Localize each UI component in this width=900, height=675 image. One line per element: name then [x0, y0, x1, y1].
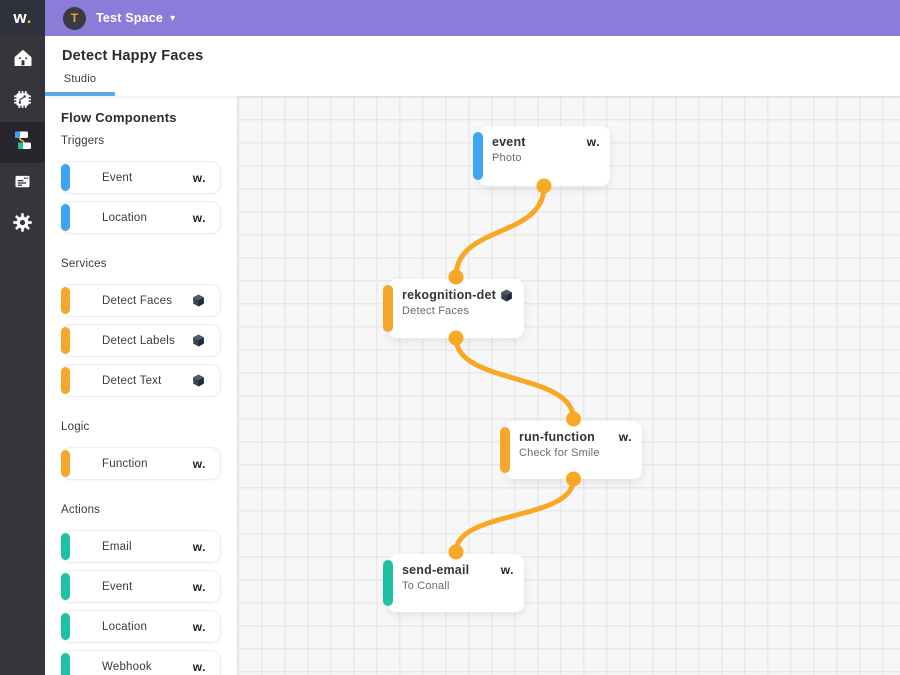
- card-accent-bar: [61, 613, 70, 640]
- wia-logo-icon: w.: [192, 539, 206, 554]
- section-label: Triggers: [61, 135, 105, 147]
- component-card-event[interactable]: Event w.: [61, 161, 221, 194]
- wia-logo-icon: w.: [192, 619, 206, 634]
- workspace-name[interactable]: Test Space: [96, 11, 164, 25]
- card-accent-bar: [61, 164, 70, 191]
- icon-sidebar: w.: [0, 0, 45, 675]
- node-subtitle: Detect Faces: [402, 305, 470, 317]
- card-label: Detect Faces: [102, 294, 173, 307]
- gear-icon: [11, 211, 34, 239]
- section-label: Logic: [61, 421, 90, 433]
- wia-logo-icon: w.: [192, 456, 206, 471]
- component-card-webhook[interactable]: Webhook w.: [61, 650, 221, 675]
- wia-logo-icon: w.: [192, 579, 206, 594]
- card-accent-bar: [61, 204, 70, 231]
- wia-logo-icon: w.: [618, 430, 632, 444]
- tab-studio[interactable]: Studio: [45, 73, 115, 96]
- sidebar-item-devices[interactable]: [0, 81, 45, 122]
- main-column: T Test Space ▾ Detect Happy Faces Studio…: [45, 0, 900, 675]
- card-accent-bar: [61, 367, 70, 394]
- card-label: Detect Labels: [102, 334, 175, 347]
- sidebar-item-logs[interactable]: [0, 163, 45, 204]
- card-accent-bar: [61, 327, 70, 354]
- cube-icon: [191, 373, 206, 388]
- wia-logo-icon: w.: [192, 659, 206, 674]
- sidebar-items: [0, 36, 45, 245]
- node-subtitle: To Conall: [402, 580, 450, 592]
- card-accent-bar: [61, 573, 70, 600]
- component-card-location[interactable]: Location w.: [61, 201, 221, 234]
- section-label: Actions: [61, 504, 101, 516]
- app-logo[interactable]: w.: [0, 0, 45, 36]
- card-label: Webhook: [102, 660, 152, 673]
- card-accent-bar: [61, 653, 70, 675]
- page-header: Detect Happy Faces Studio: [45, 36, 900, 96]
- component-card-function[interactable]: Function w.: [61, 447, 221, 480]
- sidebar-item-settings[interactable]: [0, 204, 45, 245]
- card-label: Email: [102, 540, 132, 553]
- node-title: rekognition-det: [402, 288, 496, 302]
- chip-icon: [12, 89, 33, 115]
- cube-icon: [191, 293, 206, 308]
- component-card-event[interactable]: Event w.: [61, 570, 221, 603]
- node-accent-bar: [383, 285, 393, 332]
- node-subtitle: Photo: [492, 152, 522, 164]
- chevron-down-icon[interactable]: ▾: [170, 12, 176, 24]
- section-label: Services: [61, 258, 107, 270]
- card-label: Event: [102, 580, 133, 593]
- card-label: Function: [102, 457, 148, 470]
- wia-logo-icon: w.: [192, 210, 206, 225]
- connector-edge: [453, 476, 576, 555]
- component-card-detect-faces[interactable]: Detect Faces: [61, 284, 221, 317]
- home-icon: [12, 47, 34, 74]
- card-label: Event: [102, 171, 133, 184]
- card-accent-bar: [61, 287, 70, 314]
- node-accent-bar: [500, 427, 510, 473]
- cube-icon: [499, 288, 514, 303]
- card-accent-bar: [61, 450, 70, 477]
- node-accent-bar: [473, 132, 483, 180]
- logs-icon: [12, 171, 33, 197]
- node-title: event: [492, 135, 526, 149]
- page-title: Detect Happy Faces: [62, 48, 204, 64]
- flow-node-send-email[interactable]: send-email To Conall w.: [383, 554, 524, 612]
- card-accent-bar: [61, 533, 70, 560]
- card-label: Detect Text: [102, 374, 162, 387]
- card-label: Location: [102, 211, 148, 224]
- wia-logo-icon: w.: [586, 135, 600, 149]
- flow-icon: [11, 128, 35, 157]
- wia-logo-icon: w.: [500, 563, 514, 577]
- node-subtitle: Check for Smile: [519, 447, 600, 459]
- sidebar-item-home[interactable]: [0, 40, 45, 81]
- component-card-email[interactable]: Email w.: [61, 530, 221, 563]
- logo-dot: .: [26, 8, 32, 27]
- workspace-avatar[interactable]: T: [63, 6, 86, 30]
- component-card-location[interactable]: Location w.: [61, 610, 221, 643]
- component-card-detect-labels[interactable]: Detect Labels: [61, 324, 221, 357]
- connector-edge: [453, 183, 547, 280]
- cube-icon: [191, 333, 206, 348]
- logo-letter: w: [13, 8, 27, 27]
- node-title: send-email: [402, 563, 470, 577]
- card-label: Location: [102, 620, 148, 633]
- workspace-topbar: T Test Space ▾: [45, 0, 900, 36]
- component-card-detect-text[interactable]: Detect Text: [61, 364, 221, 397]
- sidebar-item-flows[interactable]: [0, 122, 45, 163]
- panel-title: Flow Components: [61, 110, 177, 125]
- wia-logo-icon: w.: [192, 170, 206, 185]
- node-title: run-function: [519, 430, 595, 444]
- connector-edge: [453, 335, 576, 422]
- node-accent-bar: [383, 560, 393, 606]
